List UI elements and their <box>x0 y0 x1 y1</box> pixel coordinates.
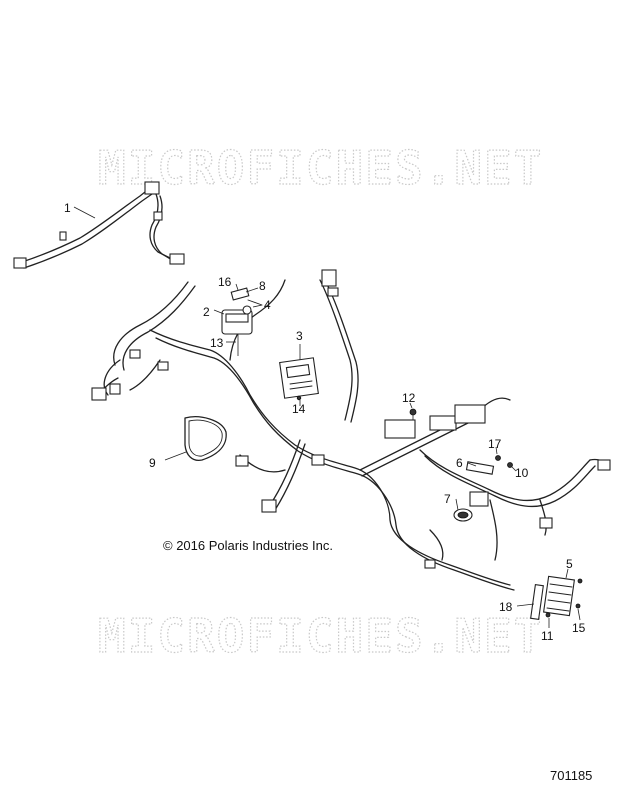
callout-17: 17 <box>488 437 502 451</box>
regulator-assembly <box>530 575 583 621</box>
ecu-module <box>279 357 319 401</box>
callout-4: 4 <box>264 298 271 312</box>
callout-1: 1 <box>64 201 71 215</box>
callout-9: 9 <box>149 456 156 470</box>
callout-14: 14 <box>292 402 306 416</box>
harness-upper <box>13 181 185 269</box>
watermark-bottom: MICROFICHES.NET <box>98 609 543 663</box>
callout-11: 11 <box>541 629 554 643</box>
reference-number: 701185 <box>550 768 592 783</box>
callout-3: 3 <box>296 329 303 343</box>
callout-7: 7 <box>444 492 451 506</box>
callout-13: 13 <box>210 336 224 350</box>
harness-connectors <box>91 269 611 569</box>
watermark-top: MICROFICHES.NET <box>98 141 543 195</box>
callout-18: 18 <box>499 600 513 614</box>
callout-16: 16 <box>218 275 232 289</box>
callout-2: 2 <box>203 305 210 319</box>
callout-15: 15 <box>572 621 586 635</box>
callout-8: 8 <box>259 279 266 293</box>
callout-leaders <box>73 206 581 628</box>
callout-10: 10 <box>515 466 529 480</box>
gasket-loop <box>184 416 227 461</box>
callout-5: 5 <box>566 557 573 571</box>
callout-6: 6 <box>456 456 463 470</box>
sensor-assembly <box>221 287 263 356</box>
callout-12: 12 <box>402 391 416 405</box>
copyright-notice: © 2016 Polaris Industries Inc. <box>163 538 333 553</box>
